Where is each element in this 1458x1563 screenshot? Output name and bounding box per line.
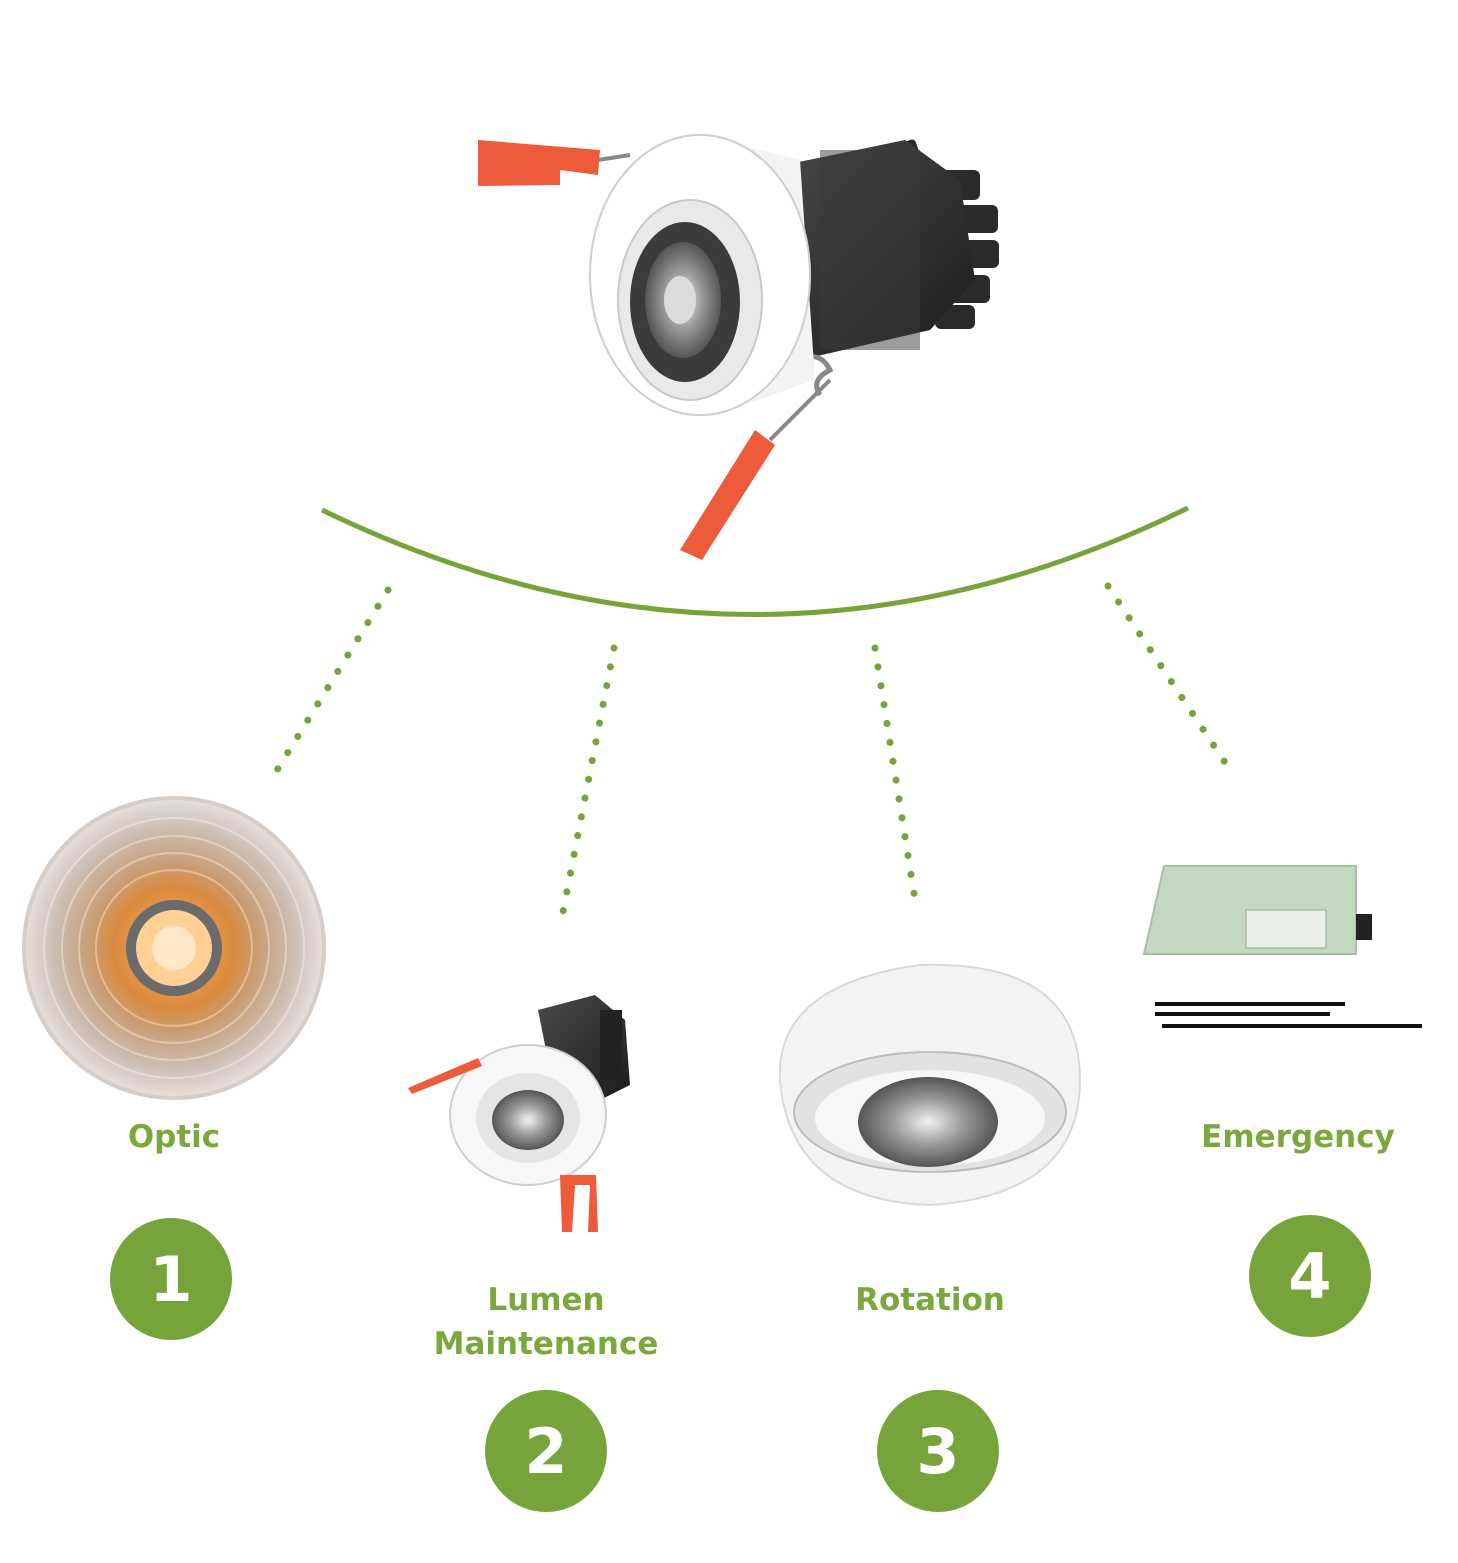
feature-label-line: Maintenance [433, 1326, 659, 1362]
connector-3 [871, 644, 921, 916]
feature-label-emergency: Emergency [1201, 1119, 1395, 1155]
emergency-driver-image [1142, 865, 1422, 1028]
feature-label-rotation: Rotation [855, 1282, 1005, 1318]
feature-badge-3: 3 [877, 1390, 999, 1512]
recessed-led-downlight-image [478, 134, 999, 560]
connector-4 [1104, 582, 1234, 774]
cob-led-reflector-image [22, 796, 326, 1100]
feature-label-optic: Optic [127, 1119, 221, 1155]
connector-1 [270, 586, 392, 779]
tilted-bezel-image [778, 963, 1082, 1207]
connector-arc [320, 505, 1190, 617]
downlight-product-image [408, 995, 630, 1232]
feature-badge-4: 4 [1249, 1215, 1371, 1337]
feature-badge-2: 2 [485, 1390, 607, 1512]
feature-label-line: Lumen [487, 1282, 605, 1318]
connector-2 [559, 644, 618, 916]
feature-badge-1: 1 [110, 1218, 232, 1340]
dotted-connectors [270, 582, 1234, 916]
feature-label-lumen-maintenance: Lumen Maintenance [396, 1278, 696, 1366]
